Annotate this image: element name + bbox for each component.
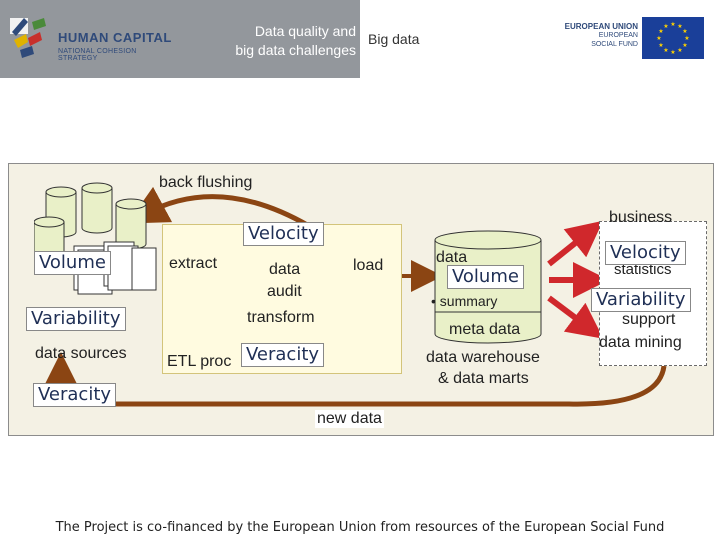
header-subtitle: Data quality and big data challenges [218, 22, 356, 60]
etl-process-label: ETL proc [167, 353, 232, 370]
dw-to-business-arrow-1 [547, 220, 604, 267]
dw-label-line-1: data warehouse [426, 349, 540, 366]
data-audit-label-line-2: audit [267, 283, 302, 300]
volume-warehouse-callout: Volume [447, 265, 524, 289]
dw-data-label: data [436, 249, 468, 266]
svg-text:★: ★ [682, 28, 687, 35]
extract-label: extract [169, 255, 218, 272]
header-subtitle-line-2: big data challenges [235, 42, 356, 58]
veracity-etl-callout: Veracity [241, 343, 325, 367]
eu-logo-line-1: EUROPEAN UNION [564, 22, 638, 31]
human-capital-emblem-icon [10, 18, 46, 58]
svg-text:★: ★ [684, 35, 689, 42]
header-left-panel: HUMAN CAPITAL NATIONAL COHESION STRATEGY… [0, 0, 360, 78]
svg-text:★: ★ [663, 47, 668, 54]
dw-meta-data-label: meta data [449, 321, 521, 338]
svg-text:★: ★ [682, 42, 687, 49]
svg-text:★: ★ [658, 28, 663, 35]
statistics-label: statistics [614, 261, 672, 278]
svg-text:★: ★ [670, 21, 675, 28]
svg-text:★: ★ [670, 49, 675, 56]
eu-logo-line-2: EUROPEAN [598, 32, 638, 39]
svg-text:★: ★ [663, 23, 668, 30]
back-flushing-arrow [127, 186, 311, 229]
svg-text:★: ★ [677, 23, 682, 30]
load-label: load [353, 257, 384, 274]
footer-funding-note: The Project is co-financed by the Europe… [55, 520, 665, 535]
logo-title: HUMAN CAPITAL [58, 30, 172, 45]
data-sources-database-icon [34, 182, 157, 295]
velocity-business-callout: Velocity [605, 241, 686, 265]
svg-text:★: ★ [656, 35, 661, 42]
human-capital-logo: HUMAN CAPITAL NATIONAL COHESION STRATEGY [6, 12, 178, 62]
logo-subtitle: NATIONAL COHESION STRATEGY [58, 48, 137, 62]
svg-text:★: ★ [658, 42, 663, 49]
page-title: Big data [368, 31, 420, 47]
new-data-label: new data [315, 410, 384, 428]
header-subtitle-line-1: Data quality and [254, 23, 356, 39]
velocity-etl-callout: Velocity [243, 222, 324, 246]
eu-logo-text: EUROPEAN UNION EUROPEAN SOCIAL FUND [548, 22, 638, 49]
support-label: support [622, 311, 676, 328]
transform-label: transform [247, 309, 315, 326]
dw-to-business-arrow-3 [547, 295, 604, 339]
dw-label-line-2: & data marts [438, 370, 529, 387]
variability-business-callout: Variability [591, 288, 691, 312]
data-audit-label-line-1: data [269, 261, 301, 278]
volume-source-callout: Volume [34, 251, 111, 275]
veracity-source-callout: Veracity [33, 383, 117, 407]
data-mining-label: data mining [599, 334, 682, 351]
svg-text:★: ★ [677, 47, 682, 54]
variability-source-callout: Variability [26, 307, 126, 331]
etl-big-data-diagram: back flushing data sources extract data … [8, 163, 714, 436]
back-flushing-label: back flushing [159, 174, 253, 191]
business-label: business [609, 209, 673, 226]
data-sources-label: data sources [35, 345, 127, 362]
eu-flag-icon: ★★★ ★★★ ★★★ ★★★ [642, 17, 704, 59]
header: HUMAN CAPITAL NATIONAL COHESION STRATEGY… [0, 0, 720, 78]
eu-logo-line-3: SOCIAL FUND [591, 41, 638, 48]
dw-summary-label: • summary [431, 293, 498, 309]
